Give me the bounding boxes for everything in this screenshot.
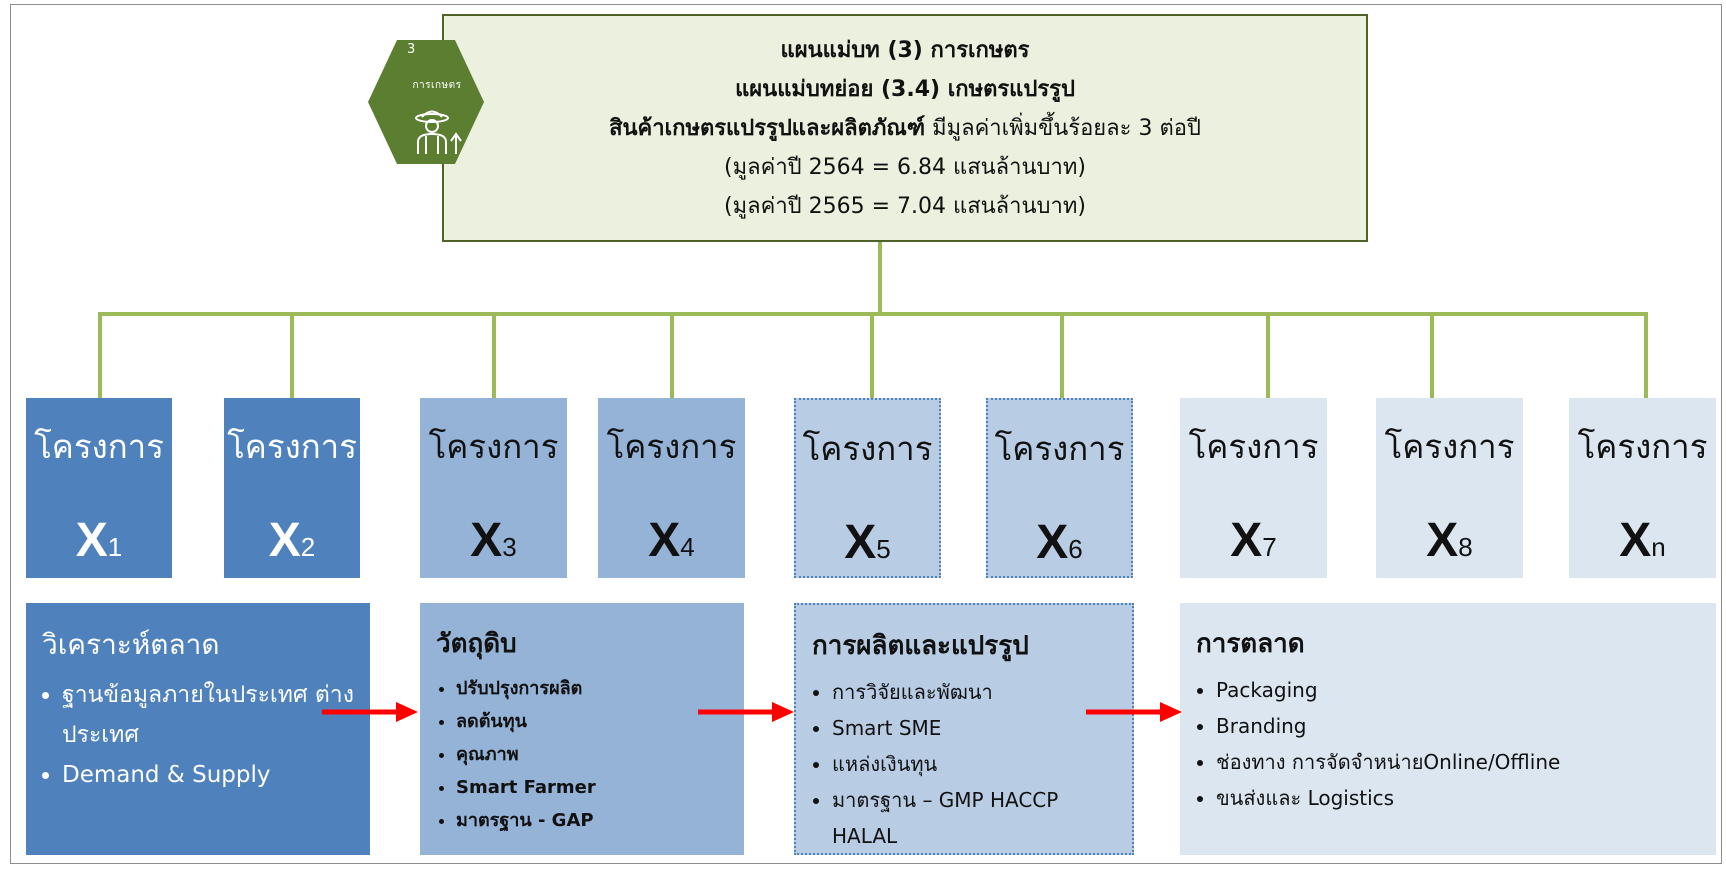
project-variable-subscript: 4 bbox=[680, 532, 695, 562]
project-variable-letter: X bbox=[1426, 514, 1459, 567]
project-variable-letter: X bbox=[1230, 514, 1263, 567]
project-box-x1: โครงการ X1 bbox=[26, 398, 172, 578]
project-title: โครงการ bbox=[34, 427, 164, 466]
stage-raw-materials: วัตถุดิบ ปรับปรุงการผลิต ลดต้นทุน คุณภาพ… bbox=[420, 603, 744, 855]
project-box-x4: โครงการ X4 bbox=[598, 398, 745, 578]
header-line-1: แผนแม่บท (3) การเกษตร bbox=[780, 37, 1030, 63]
project-box-xn: โครงการ Xn bbox=[1569, 398, 1716, 578]
project-title: โครงการ bbox=[428, 427, 559, 466]
project-variable-subscript: 7 bbox=[1262, 532, 1277, 562]
stage-title: วิเคราะห์ตลาด bbox=[42, 628, 220, 661]
header-line-3-rest: มีมูลค่าเพิ่มขึ้นร้อยละ 3 ต่อปี bbox=[925, 115, 1201, 141]
project-title: โครงการ bbox=[994, 429, 1125, 468]
project-variable-subscript: 3 bbox=[502, 532, 517, 562]
project-title: โครงการ bbox=[802, 429, 933, 468]
flow-arrow-1 bbox=[322, 702, 418, 722]
project-variable-letter: X bbox=[1619, 514, 1652, 567]
project-variable-subscript: n bbox=[1651, 532, 1666, 562]
stage-title: การตลาด bbox=[1196, 629, 1305, 659]
project-variable: X3 bbox=[470, 513, 516, 568]
project-variable: Xn bbox=[1619, 513, 1665, 568]
project-variable-letter: X bbox=[268, 514, 301, 567]
project-title: โครงการ bbox=[606, 427, 737, 466]
badge-label: การเกษตร bbox=[412, 80, 462, 91]
stage-item: ลดต้นทุน bbox=[456, 705, 728, 738]
stage-item: มาตรฐาน - GAP bbox=[456, 804, 728, 837]
project-variable-letter: X bbox=[648, 514, 681, 567]
stage-marketing: การตลาด Packaging Branding ช่องทาง การจั… bbox=[1180, 603, 1716, 855]
project-variable: X6 bbox=[1036, 515, 1082, 570]
project-box-x7: โครงการ X7 bbox=[1180, 398, 1327, 578]
project-variable: X5 bbox=[844, 515, 890, 570]
stage-item: มาตรฐาน – GMP HACCP HALAL bbox=[832, 782, 1116, 854]
stage-list: Packaging Branding ช่องทาง การจัดจำหน่าย… bbox=[1196, 672, 1700, 816]
stage-item: Packaging bbox=[1216, 672, 1700, 708]
project-box-x6: โครงการ X6 bbox=[986, 398, 1133, 578]
project-variable-subscript: 1 bbox=[107, 532, 123, 562]
project-variable: X2 bbox=[269, 513, 315, 568]
project-variable-letter: X bbox=[844, 516, 877, 569]
project-title: โครงการ bbox=[1384, 427, 1515, 466]
header-line-3: สินค้าเกษตรแปรรูปและผลิตภัณฑ์ มีมูลค่าเพ… bbox=[609, 109, 1201, 148]
stage-item: ปรับปรุงการผลิต bbox=[456, 672, 728, 705]
flow-arrow-3 bbox=[1086, 702, 1182, 722]
diagram-frame bbox=[10, 4, 1722, 864]
stage-item: แหล่งเงินทุน bbox=[832, 746, 1116, 782]
stage-item: Smart Farmer bbox=[456, 771, 728, 804]
stage-item: ขนส่งและ Logistics bbox=[1216, 780, 1700, 816]
project-variable: X7 bbox=[1230, 513, 1276, 568]
stage-list: การวิจัยและพัฒนา Smart SME แหล่งเงินทุน … bbox=[812, 674, 1116, 854]
project-variable: X1 bbox=[76, 513, 122, 568]
project-variable-letter: X bbox=[470, 514, 503, 567]
stage-market-analysis: วิเคราะห์ตลาด ฐานข้อมูลภายในประเทศ ต่างป… bbox=[26, 603, 370, 855]
project-box-x5: โครงการ X5 bbox=[794, 398, 941, 578]
project-variable-letter: X bbox=[1036, 516, 1069, 569]
stage-item: ช่องทาง การจัดจำหน่ายOnline/Offline bbox=[1216, 744, 1700, 780]
farmer-icon bbox=[415, 110, 462, 154]
project-title: โครงการ bbox=[227, 427, 357, 466]
header-line-5: (มูลค่าปี 2565 = 7.04 แสนล้านบาท) bbox=[724, 193, 1086, 219]
project-variable: X4 bbox=[648, 513, 694, 568]
header-line-4: (มูลค่าปี 2564 = 6.84 แสนล้านบาท) bbox=[724, 154, 1086, 180]
stage-title: การผลิตและแปรรูป bbox=[812, 631, 1029, 661]
stage-list: ฐานข้อมูลภายในประเทศ ต่างประเทศ Demand &… bbox=[42, 675, 354, 795]
header-line-3-bold: สินค้าเกษตรแปรรูปและผลิตภัณฑ์ bbox=[609, 115, 926, 141]
project-variable-subscript: 8 bbox=[1458, 532, 1473, 562]
hexagon-badge bbox=[368, 40, 484, 164]
project-box-x2: โครงการ X2 bbox=[224, 398, 360, 578]
stage-list: ปรับปรุงการผลิต ลดต้นทุน คุณภาพ Smart Fa… bbox=[436, 672, 728, 837]
stage-item: Branding bbox=[1216, 708, 1700, 744]
masterplan-header-box: แผนแม่บท (3) การเกษตร แผนแม่บทย่อย (3.4)… bbox=[442, 14, 1368, 242]
project-box-x8: โครงการ X8 bbox=[1376, 398, 1523, 578]
project-title: โครงการ bbox=[1577, 427, 1708, 466]
project-variable-subscript: 5 bbox=[876, 534, 891, 564]
project-variable-subscript: 6 bbox=[1068, 534, 1083, 564]
stage-production-processing: การผลิตและแปรรูป การวิจัยและพัฒนา Smart … bbox=[794, 603, 1134, 855]
stage-item: คุณภาพ bbox=[456, 738, 728, 771]
badge-number: 3 bbox=[407, 42, 416, 57]
flow-arrow-2 bbox=[698, 702, 794, 722]
project-variable: X8 bbox=[1426, 513, 1472, 568]
project-variable-letter: X bbox=[75, 514, 108, 567]
stage-title: วัตถุดิบ bbox=[436, 629, 517, 659]
header-line-2: แผนแม่บทย่อย (3.4) เกษตรแปรรูป bbox=[735, 76, 1075, 102]
stage-item: การวิจัยและพัฒนา bbox=[832, 674, 1116, 710]
project-box-x3: โครงการ X3 bbox=[420, 398, 567, 578]
project-variable-subscript: 2 bbox=[300, 532, 316, 562]
stage-item: Demand & Supply bbox=[62, 755, 354, 795]
stage-item: ฐานข้อมูลภายในประเทศ ต่างประเทศ bbox=[62, 675, 354, 755]
stage-item: Smart SME bbox=[832, 710, 1116, 746]
project-title: โครงการ bbox=[1188, 427, 1319, 466]
